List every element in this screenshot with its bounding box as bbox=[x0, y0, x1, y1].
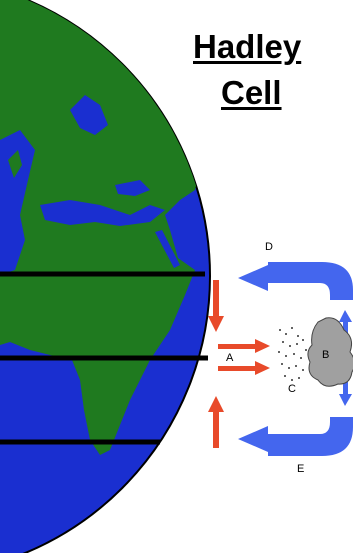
blue-arrow-sinking bbox=[339, 382, 352, 406]
blue-arrow-e bbox=[238, 417, 353, 456]
blue-arrow-d bbox=[238, 262, 353, 300]
precipitation-dots-c bbox=[278, 327, 307, 381]
surface-arrows bbox=[208, 280, 270, 448]
diagram-title-line-1: Hadley bbox=[193, 30, 301, 63]
label-e: E bbox=[297, 463, 304, 475]
label-c: C bbox=[288, 383, 296, 395]
label-d: D bbox=[265, 241, 273, 253]
cloud-group bbox=[278, 318, 353, 387]
diagram-title-line-2: Cell bbox=[221, 76, 282, 109]
label-a: A bbox=[226, 352, 234, 364]
red-arrow-right-upper bbox=[218, 339, 270, 353]
red-arrow-up bbox=[208, 396, 224, 448]
label-b: B bbox=[322, 349, 329, 361]
globe bbox=[0, 0, 215, 553]
